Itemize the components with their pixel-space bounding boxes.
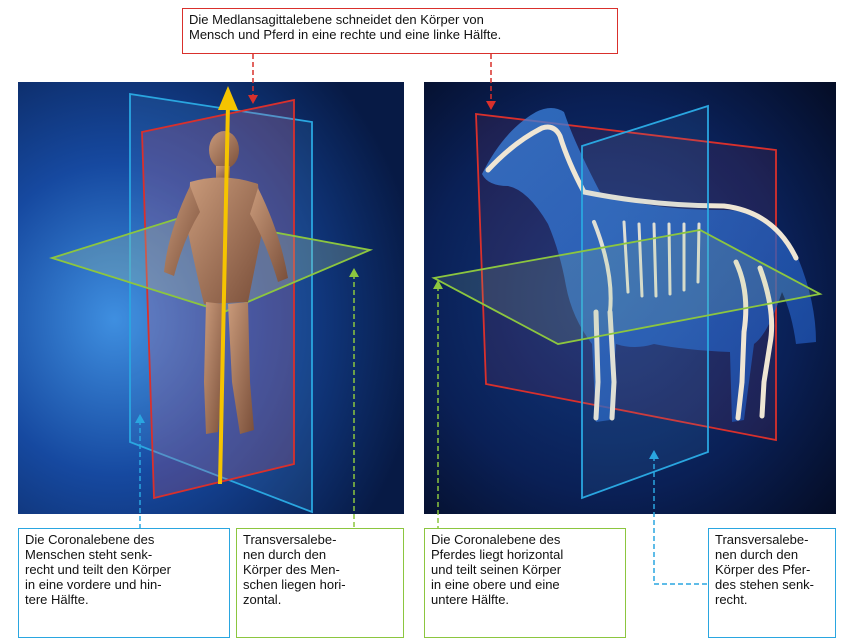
human-transversal-caption: Transversalebe- nen durch den Körper des… bbox=[236, 528, 404, 638]
horse-coronal-caption: Die Coronalebene des Pferdes liegt horiz… bbox=[424, 528, 626, 638]
median-plane-caption: Die Medlansagittalebene schneidet den Kö… bbox=[182, 8, 618, 54]
horse-transversal-caption: Transversalebe- nen durch den Körper des… bbox=[708, 528, 836, 638]
human-coronal-caption: Die Coronalebene des Menschen steht senk… bbox=[18, 528, 230, 638]
horse-panel bbox=[424, 82, 836, 514]
human-illustration bbox=[18, 82, 404, 514]
human-panel bbox=[18, 82, 404, 514]
horse-illustration bbox=[424, 82, 836, 514]
